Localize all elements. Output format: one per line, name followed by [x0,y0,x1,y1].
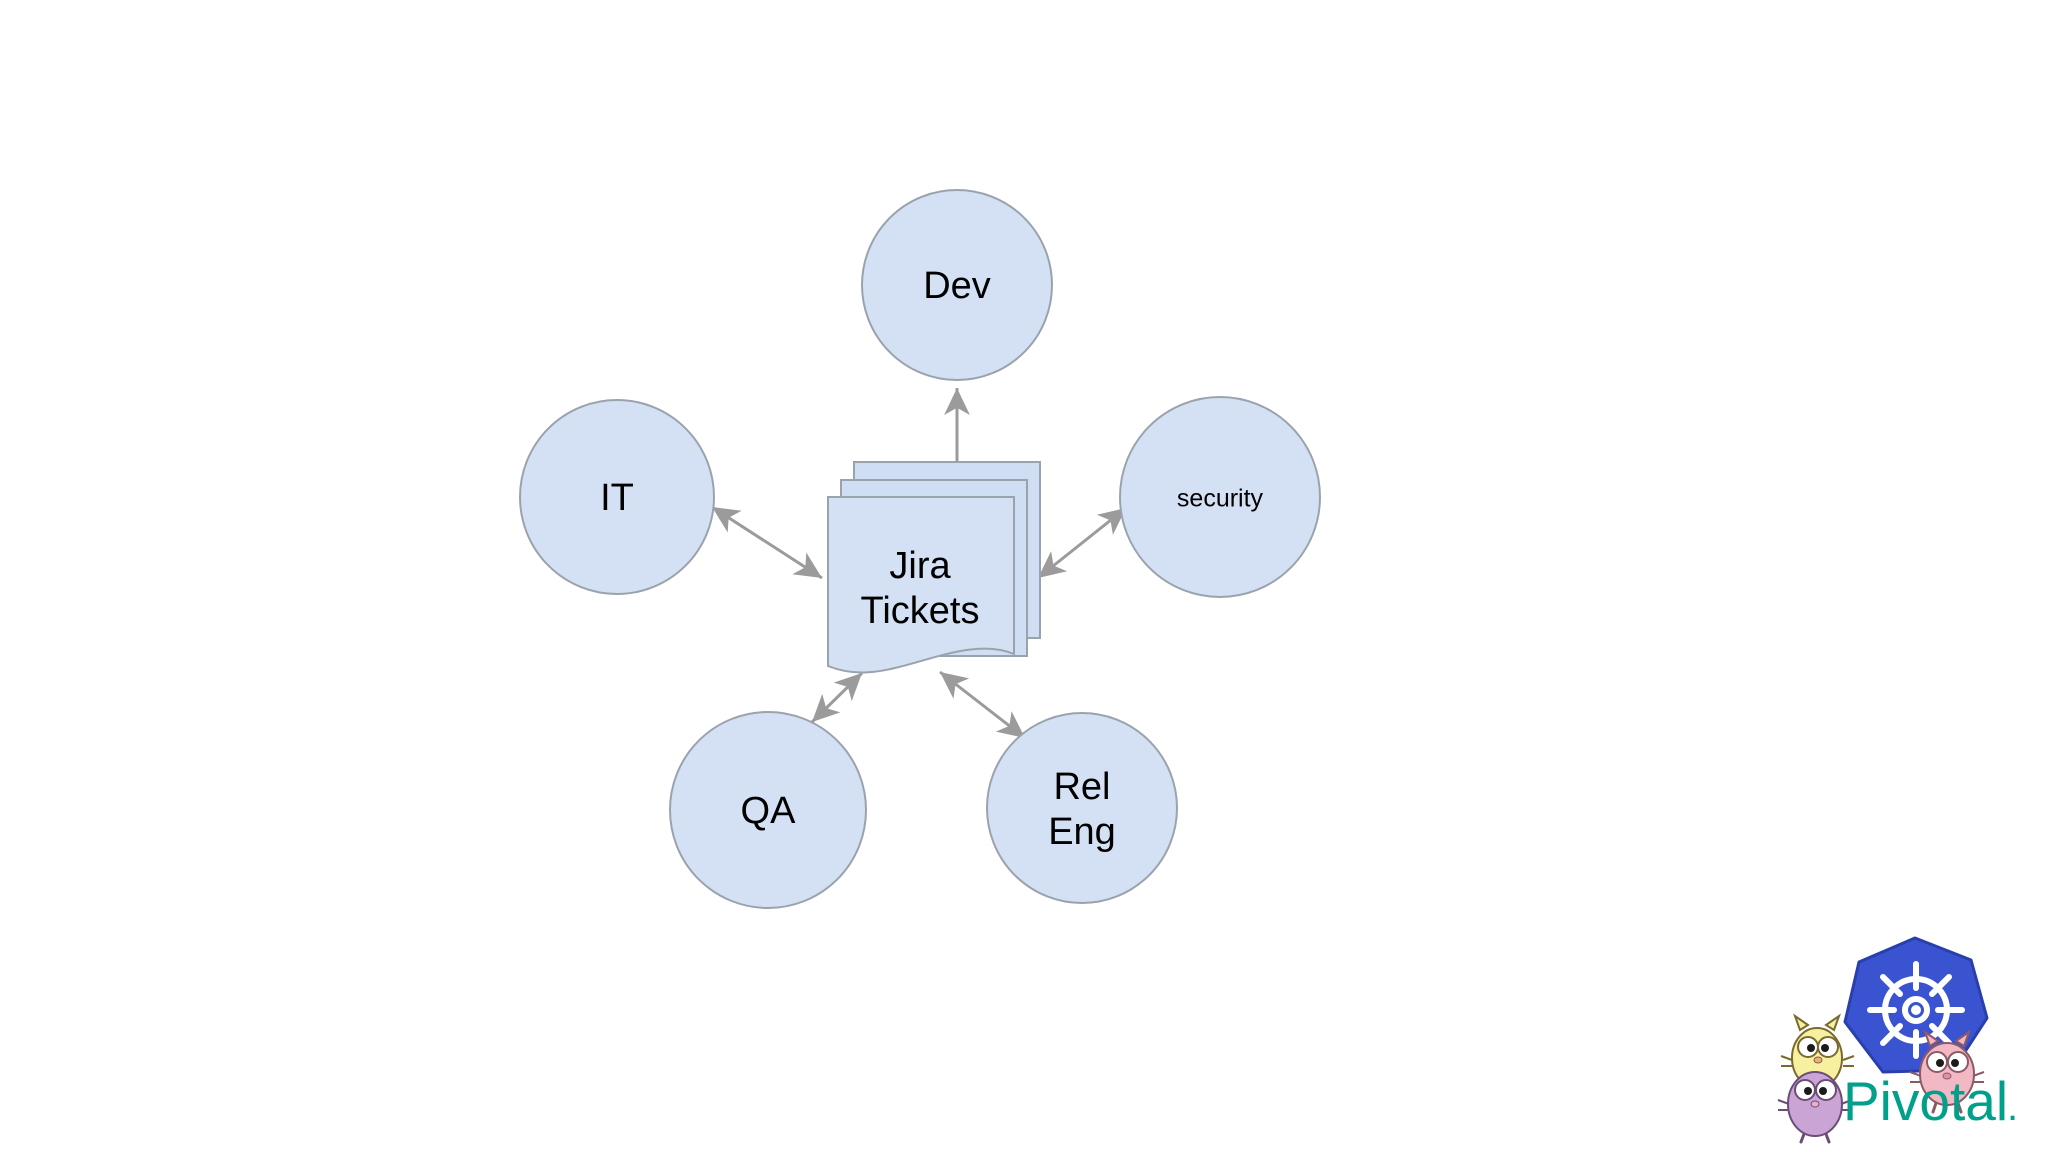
edge-jira-it [711,505,823,580]
pivotal-kubernetes-logo: Pivotal . [1775,930,2040,1145]
node-qa[interactable]: QA [669,711,867,909]
pivotal-trademark-dot: . [2007,1085,2018,1129]
jira-label-line-1: Jira [889,545,951,587]
rel-eng-circle [986,712,1178,904]
node-security[interactable]: security [1119,396,1321,598]
node-dev[interactable]: Dev [861,189,1053,381]
logo-graphic: Pivotal . [1777,936,2018,1144]
it-label: IT [600,477,634,519]
rel-eng-label-line-1: Rel [1053,766,1110,808]
security-label: security [1177,485,1264,513]
qa-circle [669,711,867,909]
node-jira-tickets[interactable]: Jira Tickets [827,461,1041,674]
dev-circle [861,189,1053,381]
kubernetes-helm-wheel-icon [1843,936,1989,1074]
jira-document-front [827,496,1015,674]
edge-jira-security [1037,506,1127,580]
qa-label: QA [741,790,797,832]
edge-jira-qa [810,671,864,724]
dev-label: Dev [923,265,991,307]
node-it[interactable]: IT [519,399,715,595]
pivotal-wordmark: Pivotal [1843,1070,2008,1132]
security-circle [1119,396,1321,598]
node-rel-eng[interactable]: Rel Eng [986,712,1178,904]
jira-label-line-2: Tickets [861,590,980,632]
gopher-purple-icon [1777,1071,1853,1144]
it-circle [519,399,715,595]
edge-jira-rel-eng [939,670,1026,740]
rel-eng-label-line-2: Eng [1048,811,1116,853]
gopher-pink-icon [1909,1029,1985,1114]
edge-group [711,388,1127,740]
